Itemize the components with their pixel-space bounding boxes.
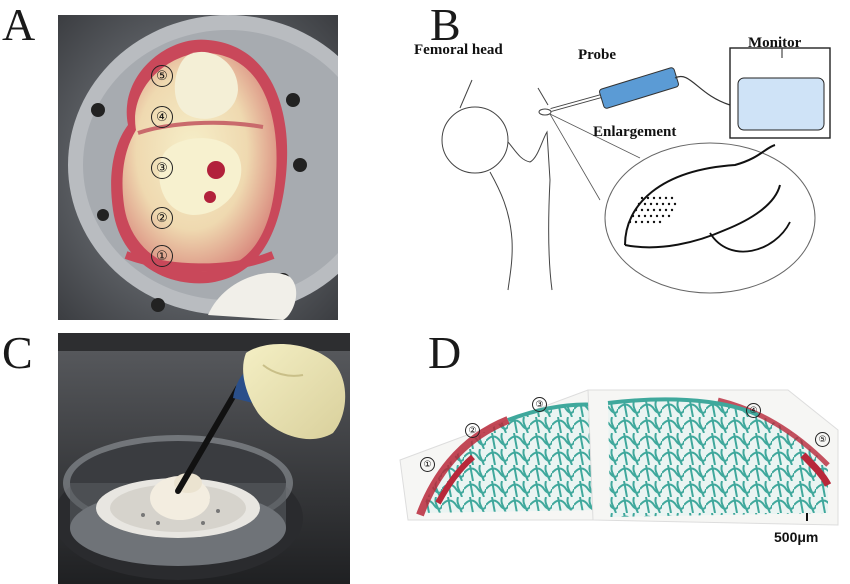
probe-measurement-photo — [58, 333, 350, 584]
region-marker-4: ④ — [151, 106, 173, 128]
section-marker-5: ⑤ — [815, 432, 830, 447]
panel-letter-a: A — [2, 0, 36, 50]
section-marker-2: ② — [465, 423, 480, 438]
probe-setup-diagram: Femoral head Probe Monitor Enlargement — [414, 0, 850, 300]
panel-letter-b: B — [430, 0, 461, 50]
panel-letter-d: D — [428, 327, 462, 378]
region-marker-1: ① — [151, 245, 173, 267]
region-marker-5: ⑤ — [151, 65, 173, 87]
histology-section: ① ② ③ ④ ⑤ 500μm — [398, 385, 850, 584]
scale-bar-label: 500μm — [771, 528, 822, 546]
section-marker-4: ④ — [746, 403, 761, 418]
region-marker-2: ② — [151, 207, 173, 229]
section-marker-3: ③ — [532, 397, 547, 412]
section-marker-1: ① — [420, 457, 435, 472]
femoral-head-photo: ⑤ ④ ③ ② ① — [58, 15, 338, 320]
monitor-label: Monitor — [748, 35, 802, 51]
enlargement-label: Enlargement — [593, 124, 677, 140]
panel-letter-c: C — [2, 327, 33, 378]
probe-label: Probe — [578, 47, 617, 63]
region-marker-3: ③ — [151, 157, 173, 179]
femoral-head-label: Femoral head — [414, 42, 503, 58]
